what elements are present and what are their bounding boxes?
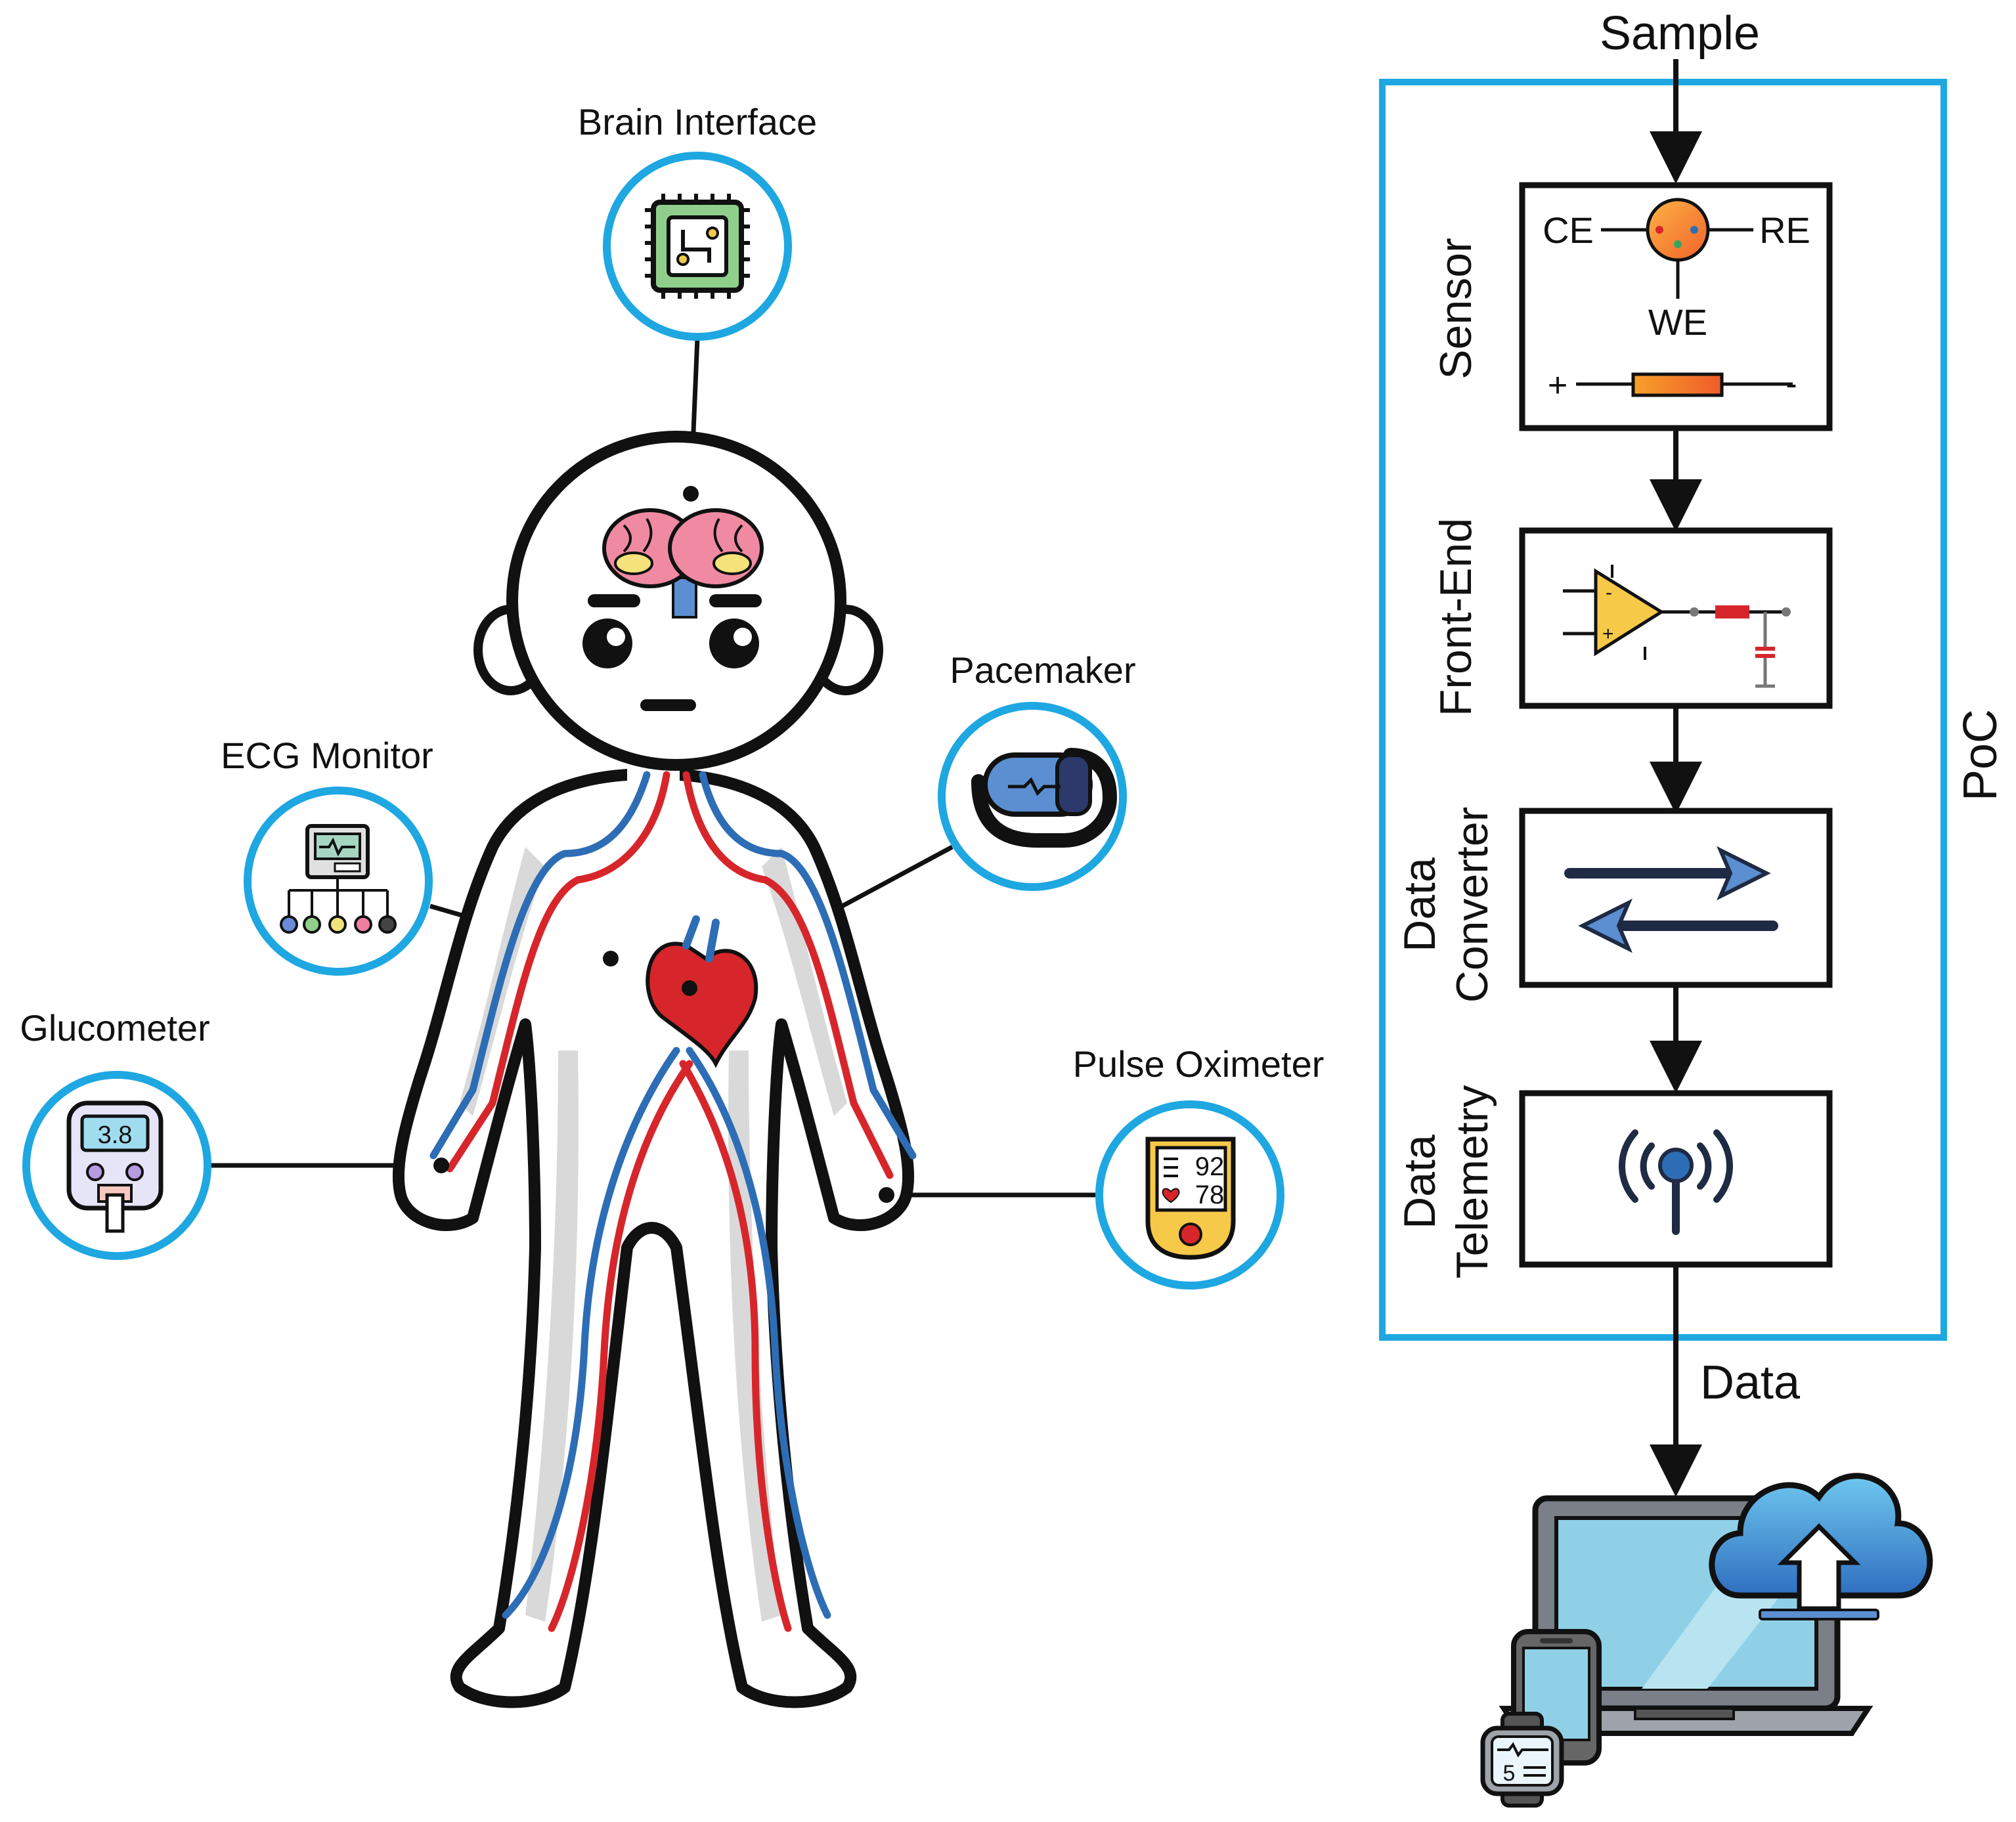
- resistor-icon: + -: [1548, 365, 1797, 404]
- telemetry-label-line1: Data: [1395, 1135, 1445, 1229]
- body-outline: [392, 769, 915, 1708]
- re-label: RE: [1759, 209, 1810, 251]
- mouth: [640, 699, 696, 711]
- left-eyebrow: [588, 594, 640, 607]
- chip-icon: [645, 194, 750, 299]
- pulse-oximeter-device: Pulse Oximeter 92 78: [1073, 1043, 1325, 1290]
- ecg-electrode-dot: [603, 951, 619, 966]
- sample-label: Sample: [1600, 7, 1760, 60]
- converter-label-line2: Converter: [1447, 807, 1497, 1003]
- oximeter-icon: 92 78: [1145, 1137, 1236, 1260]
- glucometer-finger-dot: [433, 1158, 449, 1173]
- sensor-label: Sensor: [1431, 238, 1481, 379]
- artery-left: [446, 771, 670, 1173]
- ecg-monitor-label: ECG Monitor: [221, 735, 433, 776]
- vein-leg-left: [502, 1047, 680, 1619]
- left-eye-highlight: [607, 628, 625, 646]
- glucometer-device: Glucometer 3.8: [20, 1007, 211, 1260]
- converter-block: Data Converter: [1395, 807, 1833, 1003]
- vein-right: [699, 771, 917, 1160]
- brain-interface-device: Brain Interface: [578, 101, 817, 341]
- artery-leg-left: [548, 1060, 693, 1632]
- ecg-icon: [280, 824, 397, 934]
- glucometer-label: Glucometer: [20, 1007, 209, 1049]
- poc-pipeline: Sample PoC Sensor CE RE WE: [1379, 7, 2007, 1497]
- telemetry-label-line2: Telemetry: [1447, 1085, 1497, 1279]
- ecg-monitor-device: ECG Monitor: [221, 735, 433, 976]
- cloud-upload-icon: [1709, 1473, 1933, 1620]
- left-eye: [582, 618, 632, 668]
- blood-vessels: [429, 771, 917, 1632]
- op-amp-icon: - +: [1563, 565, 1791, 688]
- svg-text:+: +: [1602, 623, 1614, 645]
- converter-label-line1: Data: [1395, 857, 1445, 952]
- electrode-icon: CE RE WE: [1543, 198, 1810, 343]
- watch-value: 5: [1503, 1761, 1516, 1786]
- front-end-label: Front-End: [1431, 518, 1481, 716]
- sensor-block: Sensor CE RE WE + -: [1431, 182, 1833, 431]
- pulse-oximeter-label: Pulse Oximeter: [1073, 1043, 1325, 1085]
- pulse-value: 78: [1195, 1181, 1225, 1209]
- front-end-block: Front-End - +: [1431, 518, 1833, 716]
- artery-right: [682, 771, 894, 1179]
- glucometer-icon: 3.8: [66, 1100, 164, 1233]
- pacemaker-device: Pacemaker: [938, 649, 1136, 891]
- right-eye-highlight: [734, 628, 752, 646]
- minus-label: -: [1786, 365, 1797, 403]
- oximeter-finger-dot: [879, 1187, 894, 1203]
- right-eye: [709, 618, 759, 668]
- right-eyebrow: [709, 594, 762, 607]
- svg-text:-: -: [1606, 582, 1612, 603]
- glucometer-value: 3.8: [98, 1121, 133, 1149]
- pacemaker-label: Pacemaker: [950, 649, 1135, 691]
- exchange-arrows-icon: [1564, 846, 1778, 953]
- we-label: WE: [1648, 301, 1707, 343]
- brain-icon: [602, 486, 764, 618]
- end-devices: 5: [1480, 1473, 1933, 1808]
- heart-icon: [646, 915, 758, 1068]
- smartwatch-icon: 5: [1480, 1712, 1564, 1808]
- antenna-icon: [1618, 1129, 1734, 1235]
- telemetry-block: Data Telemetry: [1395, 1085, 1833, 1279]
- vein-left: [429, 771, 651, 1160]
- poc-frame: [1379, 79, 1947, 1341]
- pacemaker-icon: [971, 748, 1118, 848]
- ce-label: CE: [1543, 209, 1594, 251]
- plus-label: +: [1548, 366, 1567, 404]
- human-figure: [392, 431, 917, 1708]
- body-shading: [460, 847, 847, 1622]
- brain-interface-label: Brain Interface: [578, 101, 817, 142]
- spo2-value: 92: [1195, 1152, 1225, 1181]
- artery-leg-right: [679, 1060, 792, 1632]
- data-output-label: Data: [1700, 1356, 1801, 1409]
- poc-label: PoC: [1954, 709, 2007, 801]
- vein-leg-right: [686, 1047, 831, 1619]
